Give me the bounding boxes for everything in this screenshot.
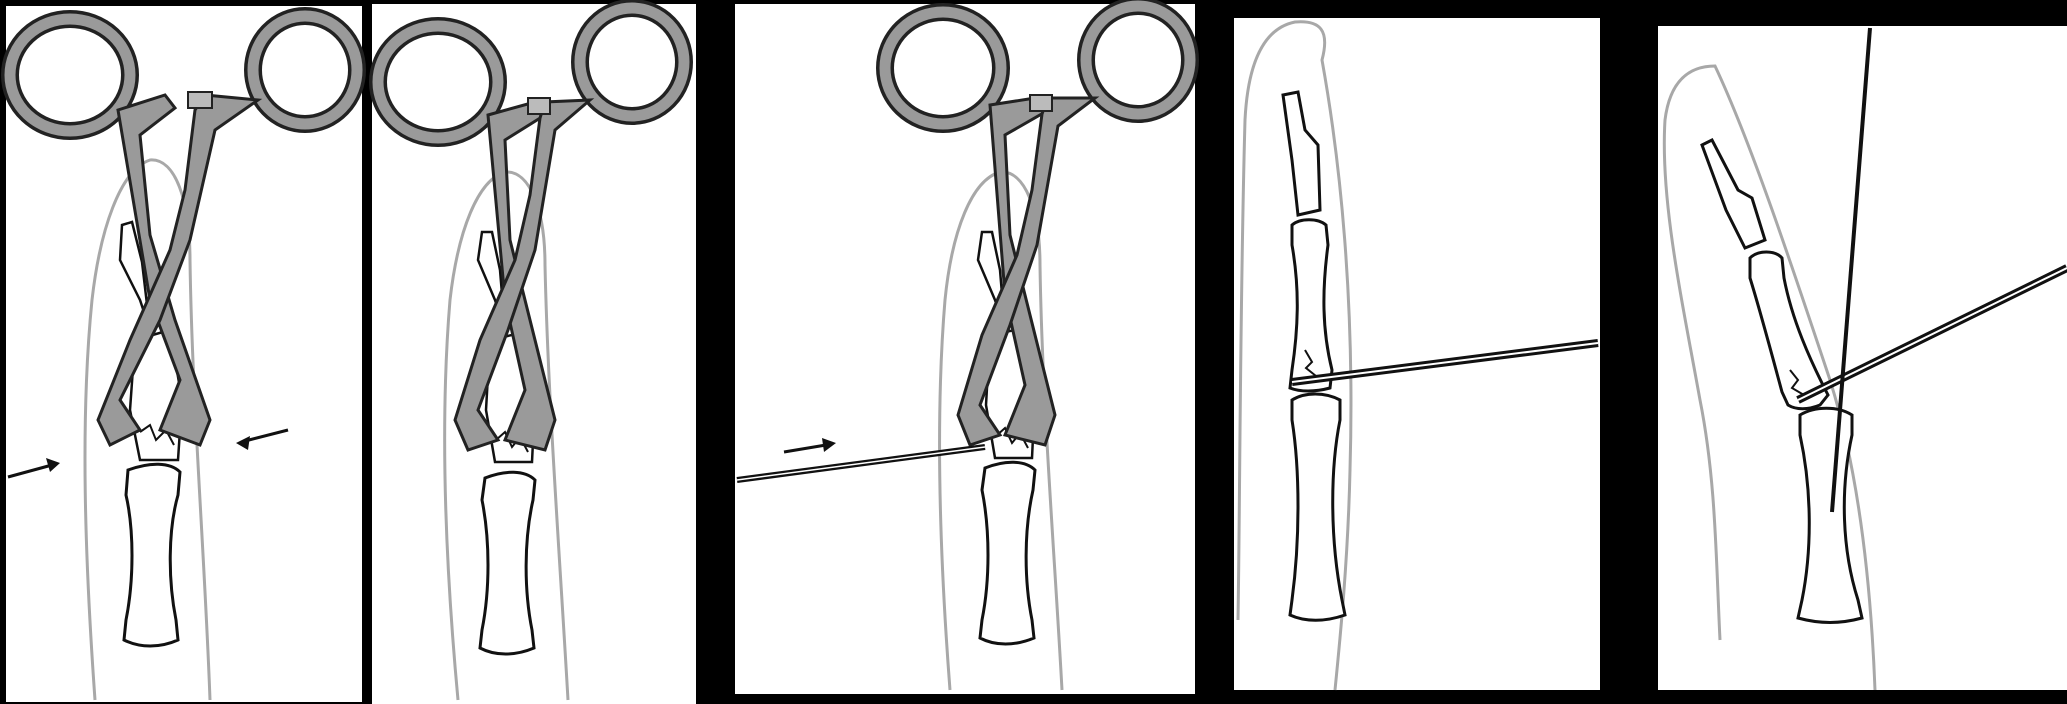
bone-icon: [124, 464, 180, 646]
panel-5: [1658, 26, 2067, 690]
bone-icon: [480, 472, 535, 654]
panel-1: [4, 4, 364, 704]
panel-4: [1234, 18, 1600, 690]
bone-icon: [980, 462, 1035, 644]
panel-2: [372, 4, 696, 704]
panel-3: [735, 4, 1195, 694]
